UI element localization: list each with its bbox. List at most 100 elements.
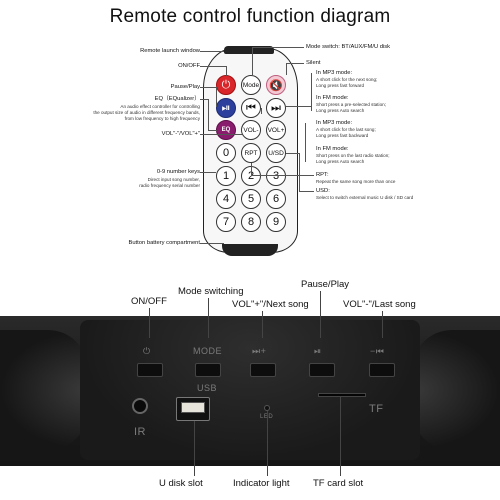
pline-usb <box>194 421 195 476</box>
digit-1-button[interactable]: 1 <box>216 166 236 186</box>
leader-line <box>286 153 299 154</box>
panel-label-pause: Pause/Play <box>301 279 350 290</box>
label-fm-next: In FM mode: <box>316 95 349 101</box>
tf-card-slot[interactable] <box>318 393 366 397</box>
label-mode-switch: Mode switch: BT/AUX/FM/U disk <box>306 44 391 50</box>
diagram-title: Remote control function diagram <box>109 6 391 27</box>
panel-prev-button[interactable] <box>369 363 395 377</box>
label-fm-next-2: Long press Auto search <box>316 108 365 113</box>
panel-label-indicator: Indicator light <box>233 478 290 489</box>
panel-tf-mark: TF <box>369 403 384 415</box>
rpt-button[interactable]: RPT <box>241 143 261 163</box>
digit-9-button[interactable]: 9 <box>266 212 286 232</box>
battery-compartment <box>222 244 278 256</box>
panel-play-mark: ⏯ <box>314 346 322 356</box>
digit-4-button[interactable]: 4 <box>216 189 236 209</box>
vol-minus-button[interactable]: VOL- <box>241 120 261 140</box>
indicator-led <box>264 405 270 411</box>
leader-line <box>200 99 208 100</box>
panel-power-button[interactable] <box>137 363 163 377</box>
leader-line <box>305 123 306 162</box>
panel-usb-mark: USB <box>197 383 218 393</box>
pline-tf <box>340 397 341 476</box>
pline-onoff <box>149 308 150 338</box>
pline-vol-plus <box>262 311 263 338</box>
panel-ir-mark: IR <box>134 426 146 438</box>
label-eq-desc-1: An audio effect controller for controlli… <box>120 104 200 109</box>
leader-line <box>200 243 224 244</box>
label-eq-desc-2: the output size of audio in different fr… <box>93 110 200 115</box>
leader-line <box>286 106 311 107</box>
leader-line <box>261 108 262 114</box>
digit-7-button[interactable]: 7 <box>216 212 236 232</box>
digit-6-button[interactable]: 6 <box>266 189 286 209</box>
leader-line <box>286 63 304 64</box>
leader-line <box>208 130 217 131</box>
panel-led-mark: LED <box>260 414 273 420</box>
panel-left-edge <box>0 330 88 450</box>
leader-line <box>200 87 216 88</box>
label-fm-last-2: Long press Auto search <box>316 159 365 164</box>
panel-play-button[interactable] <box>309 363 335 377</box>
label-eq: EQ（EQualizer） <box>154 96 200 102</box>
leader-line <box>226 66 227 76</box>
label-silent: Silent <box>306 60 321 66</box>
label-fm-next-1: Short press a pre-selected station; <box>316 102 386 107</box>
label-rpt: RPT: <box>316 172 329 178</box>
digit-3-button[interactable]: 3 <box>266 166 286 186</box>
label-number-keys: 0-9 number keys <box>156 169 200 175</box>
leader-line <box>200 66 226 67</box>
label-fm-last: In FM mode: <box>316 146 349 152</box>
label-mp3-next: In MP3 mode: <box>316 70 353 76</box>
panel-face <box>80 320 420 460</box>
panel-label-usb: U disk slot <box>159 478 203 489</box>
digit-0-button[interactable]: 0 <box>216 143 236 163</box>
leader-line <box>208 99 209 130</box>
pline-pause <box>320 291 321 338</box>
digit-8-button[interactable]: 8 <box>241 212 261 232</box>
leader-line <box>299 191 314 192</box>
remote-launch-window <box>224 46 274 54</box>
power-button[interactable]: ⏻ <box>216 75 236 95</box>
leader-line <box>252 47 253 75</box>
panel-mode-mark: MODE <box>193 346 222 356</box>
leader-line <box>200 172 216 173</box>
label-vol: VOL"-"/VOL"+" <box>161 131 200 137</box>
label-eq-desc-3: from low frequency to high frequency <box>124 116 200 121</box>
leader-line <box>200 134 242 135</box>
mode-button[interactable]: Mode <box>241 75 261 95</box>
leader-line <box>251 175 314 176</box>
play-pause-button[interactable]: ⏯ <box>216 98 236 118</box>
next-button[interactable]: ⏭ <box>266 98 286 118</box>
panel-right-edge <box>412 330 500 450</box>
label-remote-launch: Remote launch window <box>140 48 200 54</box>
leader-line <box>216 87 217 107</box>
digit-5-button[interactable]: 5 <box>241 189 261 209</box>
label-battery: Button battery compartment <box>128 240 200 246</box>
leader-line <box>286 63 287 75</box>
label-number-keys-desc-2: radio frequency serial number <box>139 183 200 188</box>
panel-label-vol-minus: VOL"-"/Last song <box>343 299 416 310</box>
ir-receiver <box>132 398 148 414</box>
mute-button[interactable]: 🔇 <box>266 75 286 95</box>
pline-mode <box>208 298 209 338</box>
vol-plus-button[interactable]: VOL+ <box>266 120 286 140</box>
label-mp3-last: In MP3 mode: <box>316 120 353 126</box>
label-mp3-last-2: Long press fast backward <box>316 133 369 138</box>
label-number-keys-desc-1: Direct input song number, <box>147 177 200 182</box>
panel-next-mark: ⏭+ <box>252 346 267 356</box>
panel-next-button[interactable] <box>250 363 276 377</box>
pline-led <box>267 411 268 476</box>
label-mp3-next-1: A short click for the next song; <box>316 77 378 82</box>
usb-slot-inner <box>181 402 205 413</box>
label-usd-desc: Select to switch external music U disk /… <box>316 195 414 200</box>
pline-vol-minus <box>382 311 383 338</box>
leader-line <box>251 163 252 175</box>
prev-button[interactable]: ⏮ <box>241 98 261 118</box>
leader-line <box>311 73 312 111</box>
panel-mode-button[interactable] <box>195 363 221 377</box>
panel-power-mark: ⏻ <box>143 346 151 356</box>
usd-button[interactable]: U/SD <box>266 143 286 163</box>
panel-prev-mark: −⏮ <box>370 346 385 356</box>
eq-button[interactable]: EQ <box>216 120 236 140</box>
